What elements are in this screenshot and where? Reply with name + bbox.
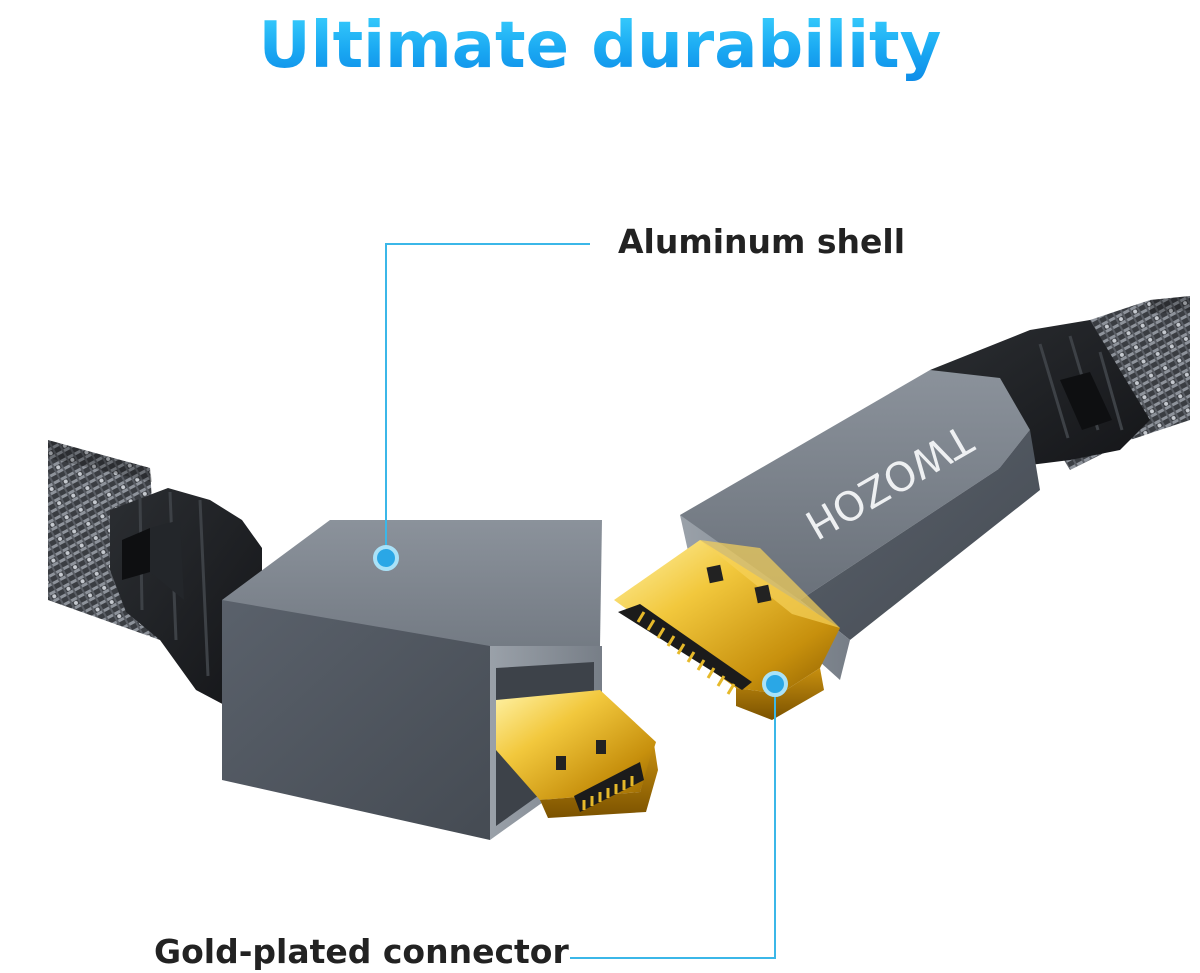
callout-gold [570, 671, 788, 959]
headline: Ultimate durability [0, 4, 1200, 88]
hdmi-gold-plug [614, 540, 840, 720]
micro-gold-plug [496, 690, 658, 818]
hdmi-pins [618, 604, 752, 695]
callout-label-gold-plated: Gold-plated connector [154, 932, 569, 971]
micro-pins [574, 762, 644, 812]
callout-dot-gold [762, 671, 788, 697]
callout-label-aluminum-shell: Aluminum shell [618, 222, 906, 261]
callout-dot-aluminum [373, 545, 399, 571]
callout-aluminum [373, 243, 590, 571]
